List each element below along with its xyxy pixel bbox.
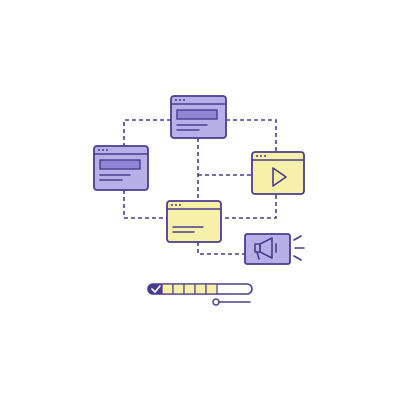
progress-segment-pending (161, 283, 174, 295)
window-top-panel (176, 109, 218, 120)
window-left-panel (99, 159, 141, 170)
window-top (170, 95, 227, 139)
window-bottom (166, 200, 222, 243)
window-dot (179, 204, 181, 206)
window-bottom-dots (171, 204, 181, 206)
window-right (251, 151, 305, 195)
window-right-dots (256, 155, 266, 157)
progress-segment-pending (205, 283, 218, 295)
connector-bottom-megaphone (197, 242, 245, 255)
megaphone-icon (254, 237, 277, 260)
progress-segments (148, 283, 218, 295)
connectors (123, 119, 277, 255)
check-icon (151, 285, 161, 293)
window-dot (175, 99, 177, 101)
window-top-dots (175, 99, 185, 101)
window-dot (179, 99, 181, 101)
play-icon (272, 167, 287, 187)
window-bottom-frame (166, 200, 222, 243)
window-right-frame (251, 151, 305, 195)
megaphone-card (244, 233, 305, 265)
broadcast-lines-icon (293, 235, 305, 261)
connector-top-right (226, 119, 277, 152)
window-dot (183, 99, 185, 101)
window-left (93, 145, 149, 191)
connector-left-bottom (123, 190, 167, 219)
window-dot (264, 155, 266, 157)
window-dot (171, 204, 173, 206)
megaphone-card-frame (244, 233, 291, 265)
connector-right-bottom (221, 195, 277, 219)
window-dot (106, 149, 108, 151)
progress-segment-pending (172, 283, 185, 295)
progress-segment-pending (183, 283, 196, 295)
progress-segment-pending (194, 283, 207, 295)
progress-segment-done (148, 284, 162, 294)
slider-knob-icon[interactable] (212, 298, 220, 306)
window-dot (102, 149, 104, 151)
window-dot (256, 155, 258, 157)
progress-indicator (147, 283, 253, 306)
window-dot (175, 204, 177, 206)
window-dot (98, 149, 100, 151)
window-dot (260, 155, 262, 157)
connector-top-left (123, 119, 171, 147)
window-left-dots (98, 149, 108, 151)
